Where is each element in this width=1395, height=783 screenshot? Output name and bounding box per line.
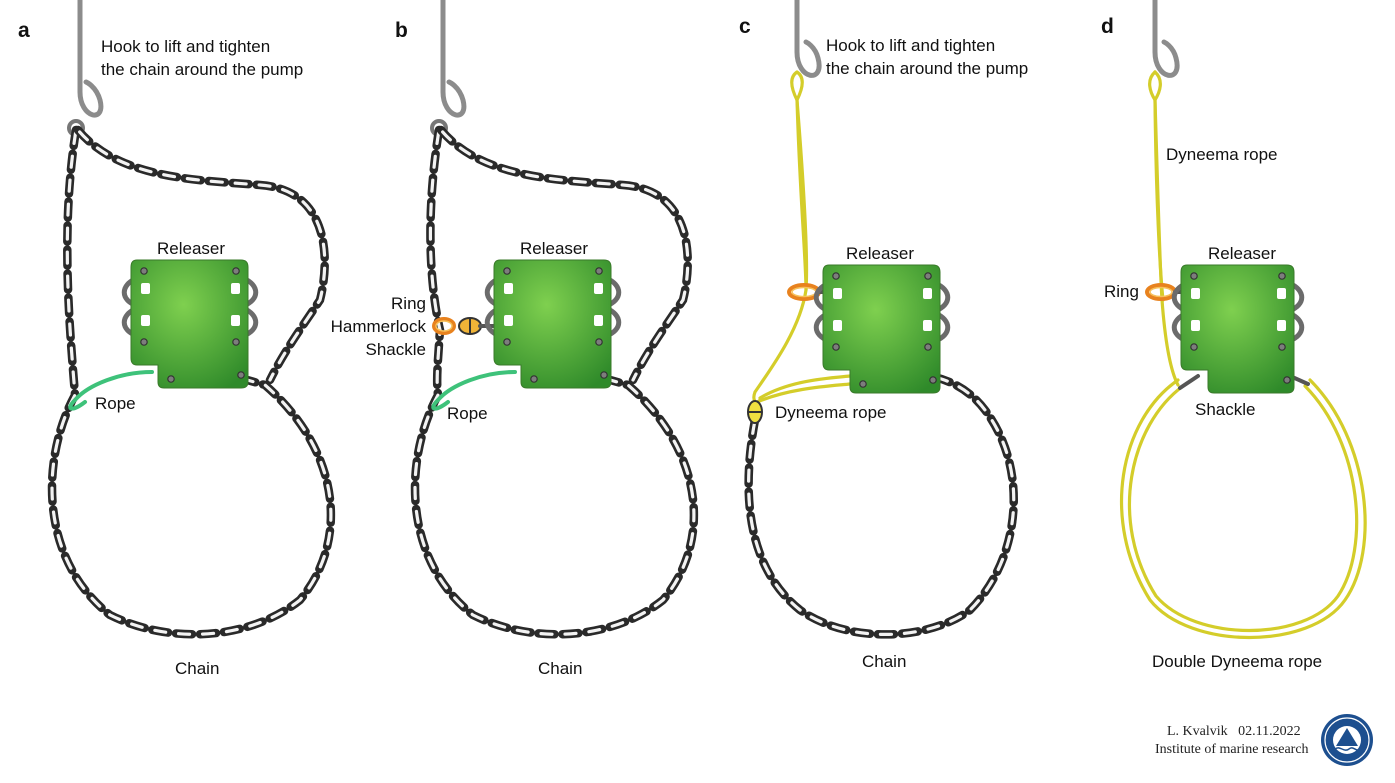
- chain: [47, 125, 336, 639]
- chain-label: Chain: [862, 652, 906, 671]
- hook-label-line1: Hook to lift and tighten: [826, 36, 995, 55]
- releaser: [484, 259, 622, 389]
- ring-label: Ring: [391, 294, 426, 313]
- panel-c: c Hook to lift and tighten the chain aro…: [739, 0, 1028, 671]
- panel-b: b: [331, 0, 699, 678]
- hook-icon: [794, 0, 822, 78]
- panel-letter-a: a: [18, 19, 30, 42]
- releaser-label: Releaser: [1208, 244, 1276, 263]
- panel-letter-b: b: [395, 19, 408, 42]
- hook-icon: [440, 0, 467, 118]
- chain-label: Chain: [538, 659, 582, 678]
- dyneema-label: Dyneema rope: [1166, 145, 1278, 164]
- chain-label: Chain: [175, 659, 219, 678]
- dyneema-label: Dyneema rope: [775, 403, 887, 422]
- rope-label: Rope: [447, 404, 488, 423]
- releaser-label: Releaser: [157, 239, 225, 258]
- dyneema-rope: [1120, 70, 1367, 640]
- releaser: [813, 264, 951, 394]
- credit: L. Kvalvik 02.11.2022 Institute of marin…: [1155, 714, 1373, 766]
- releaser-label: Releaser: [520, 239, 588, 258]
- rope: [431, 370, 517, 411]
- shackle-label: Shackle: [366, 340, 426, 359]
- credit-author-date: L. Kvalvik 02.11.2022: [1167, 724, 1301, 739]
- releaser: [1171, 264, 1305, 394]
- hook-icon: [1152, 0, 1180, 78]
- panel-letter-d: d: [1101, 15, 1114, 38]
- panel-a: a Hook to lift and tighten the chain aro…: [18, 0, 336, 678]
- releaser: [121, 259, 259, 389]
- panel-d: d Dyneema r: [1101, 0, 1367, 671]
- chain: [410, 125, 699, 639]
- chain: [744, 371, 1018, 639]
- institute-logo-icon: [1321, 714, 1373, 766]
- hook-label-line2: the chain around the pump: [826, 59, 1028, 78]
- hook-label-line1: Hook to lift and tighten: [101, 37, 270, 56]
- shackle-label: Shackle: [1195, 400, 1255, 419]
- panel-letter-c: c: [739, 15, 751, 38]
- credit-institute: Institute of marine research: [1155, 742, 1309, 757]
- rope: [68, 370, 154, 411]
- ring-label: Ring: [1104, 282, 1139, 301]
- hook-icon: [77, 0, 104, 118]
- rope-label: Rope: [95, 394, 136, 413]
- hook-label-line2: the chain around the pump: [101, 60, 303, 79]
- releaser-label: Releaser: [846, 244, 914, 263]
- hammerlock-label: Hammerlock: [331, 317, 427, 336]
- double-dyneema-label: Double Dyneema rope: [1152, 652, 1322, 671]
